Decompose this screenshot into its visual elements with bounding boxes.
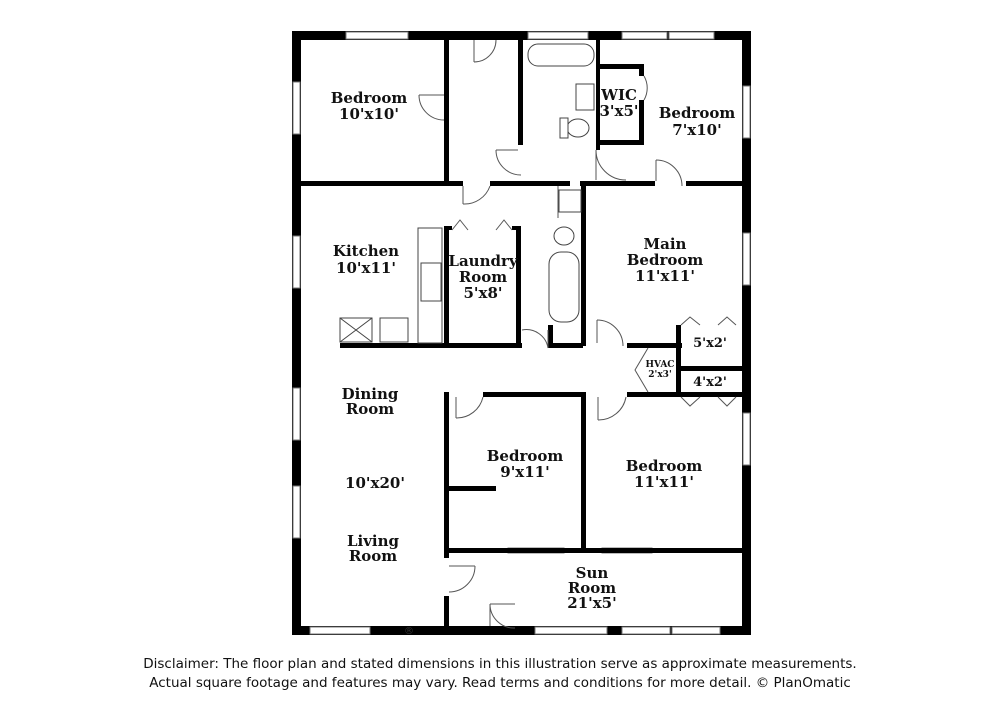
wic-size: 3'x5' <box>599 102 638 120</box>
floor-plan: Bedroom 10'x10' WIC 3'x5' Bedroom 7'x10'… <box>292 31 751 637</box>
registered-mark: ® <box>404 626 414 637</box>
sun-room-name-line2: Room <box>568 579 616 597</box>
hvac-name: HVAC <box>646 360 675 370</box>
bedroom-nw-name: Bedroom <box>331 89 408 107</box>
kitchen-size: 10'x11' <box>336 259 396 277</box>
bathtub <box>527 43 595 67</box>
toilet-tank <box>559 117 569 139</box>
hvac-size: 2'x3' <box>648 370 671 380</box>
living-name-line1: Living <box>347 532 400 550</box>
bedroom-ne-name: Bedroom <box>659 104 736 122</box>
bedroom-mid-size: 9'x11' <box>500 463 549 481</box>
main-bedroom-size: 11'x11' <box>635 267 695 285</box>
kitchen-sink <box>420 262 442 302</box>
living-name-line2: Room <box>349 547 397 565</box>
bath2-toilet <box>553 226 575 246</box>
exterior-walls <box>292 31 751 635</box>
bath2-sink <box>558 189 582 213</box>
toilet <box>566 118 590 138</box>
main-bedroom-name-line1: Main <box>644 235 687 253</box>
disclaimer-line-2: Actual square footage and features may v… <box>149 675 851 691</box>
bedroom-se-size: 11'x11' <box>634 473 694 491</box>
fixtures <box>339 43 595 344</box>
dining-living-size: 10'x20' <box>345 474 405 492</box>
kitchen-name: Kitchen <box>333 242 399 260</box>
stove <box>379 317 409 343</box>
dining-name-line2: Room <box>346 400 394 418</box>
laundry-name-line2: Room <box>459 268 507 286</box>
wic-name: WIC <box>600 86 637 104</box>
doors <box>418 39 737 629</box>
windows <box>292 31 751 635</box>
main-bedroom-name-line2: Bedroom <box>627 251 704 269</box>
laundry-name-line1: Laundry <box>448 252 518 270</box>
bathroom-sink <box>575 83 595 111</box>
sun-room-name-line1: Sun <box>576 564 609 582</box>
closet-a-size: 5'x2' <box>693 336 727 351</box>
bedroom-ne-size: 7'x10' <box>672 121 721 139</box>
dining-name-line1: Dining <box>342 385 399 403</box>
bedroom-mid-name: Bedroom <box>487 447 564 465</box>
sun-room-size: 21'x5' <box>567 594 616 612</box>
bedroom-nw-size: 10'x10' <box>339 105 399 123</box>
laundry-size: 5'x8' <box>463 284 502 302</box>
closet-b-size: 4'x2' <box>693 375 727 390</box>
disclaimer-line-1: Disclaimer: The floor plan and stated di… <box>143 656 857 672</box>
bedroom-se-name: Bedroom <box>626 457 703 475</box>
bath2-tub <box>548 251 580 323</box>
interior-walls <box>301 40 742 628</box>
disclaimer: Disclaimer: The floor plan and stated di… <box>0 655 1000 693</box>
